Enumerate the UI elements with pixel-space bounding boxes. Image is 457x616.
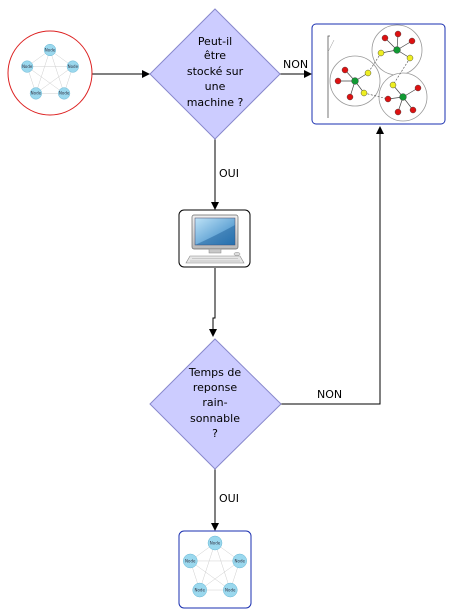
graph-node: [192, 582, 207, 598]
graph-node: [29, 87, 42, 100]
connectors: [90, 70, 384, 531]
graph-edge: [190, 560, 231, 591]
decision-response-line-3: rain-: [202, 396, 227, 409]
edge-computer-to-q2: [209, 268, 217, 337]
decision-storable-line-1: Peut-il: [198, 35, 232, 48]
graph-edge: [35, 49, 51, 94]
graph-edge: [27, 66, 65, 94]
edge-label-q2-no: NON: [317, 388, 342, 401]
graph-node: [232, 553, 247, 569]
graph-node-label: Node: [45, 47, 56, 52]
graph-node: [43, 43, 57, 57]
decision-storable-line-2: être: [204, 49, 226, 62]
distributed-graph-clusters-icon: [327, 24, 428, 122]
decision-response-line-5: ?: [212, 427, 218, 440]
edge-label-q1-no: NON: [283, 58, 308, 71]
graph-edge: [49, 49, 65, 94]
graph-edge: [199, 560, 240, 591]
graph-node: [223, 582, 238, 598]
graph-edge: [214, 542, 231, 591]
desktop-computer-icon: [185, 214, 245, 264]
graph-edge: [199, 542, 216, 591]
computer-node: [178, 209, 251, 268]
graph-node-label: Node: [31, 91, 42, 96]
edge-label-q1-yes: OUI: [219, 167, 239, 180]
graph-node-label: Node: [210, 540, 221, 545]
graph-node-label: Node: [235, 558, 246, 563]
graph-node: [183, 553, 198, 569]
decision-response-line-4: sonnable: [190, 412, 240, 425]
decision-storable-line-5: machine ?: [187, 96, 244, 109]
graph-node-label: Node: [225, 587, 236, 592]
decision-storable-line-3: stocké sur: [187, 65, 244, 78]
decision-response-time: Temps de reponse rain- sonnable ?: [149, 338, 282, 470]
graph-node: [207, 535, 223, 551]
decision-storable-line-4: une: [205, 80, 226, 93]
graph-node-label: Node: [68, 64, 79, 69]
graph-node-label: Node: [59, 91, 70, 96]
graph-node: [21, 60, 34, 73]
distributed-frame: [311, 23, 446, 125]
edge-q2-no: [281, 126, 384, 405]
graph-node-label: Node: [194, 587, 205, 592]
graph-node: [58, 87, 71, 100]
graph-node-label: Node: [185, 558, 196, 563]
decision-response-line-1: Temps de: [188, 366, 242, 379]
decision-storable: Peut-il être stocké sur une machine ?: [149, 8, 281, 140]
graph-node: [66, 60, 79, 73]
graph-edge: [35, 66, 73, 94]
edge-label-q2-yes: OUI: [219, 492, 239, 505]
decision-response-line-2: reponse: [193, 381, 237, 394]
graph-node-label: Node: [22, 64, 33, 69]
